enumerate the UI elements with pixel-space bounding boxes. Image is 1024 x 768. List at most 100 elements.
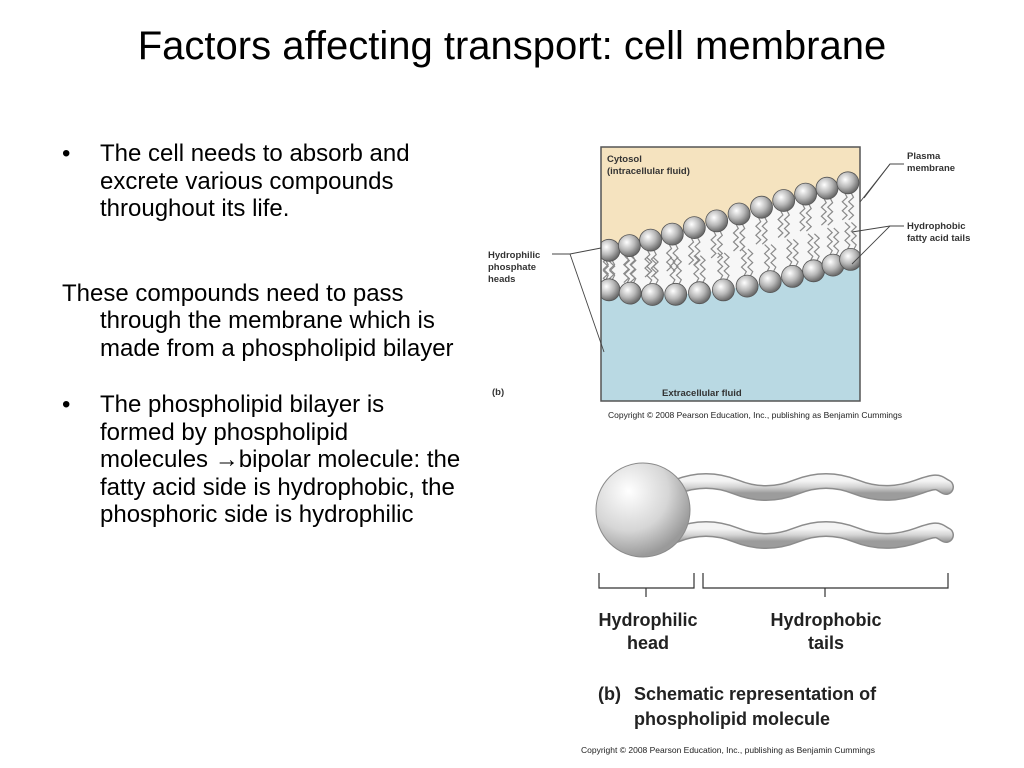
bullet-cell-needs-text: The cell needs to absorb and excrete var…	[100, 140, 410, 222]
fatty-acid-tail	[699, 255, 706, 283]
fatty-acid-tail	[740, 248, 748, 277]
bullet-bilayer-text-end: bipolar molecule: the fatty acid side is…	[100, 446, 461, 528]
heads-label-2: phosphate	[488, 262, 536, 273]
fatty-acid-tail	[826, 227, 834, 256]
phosphate-head-lower	[839, 248, 860, 271]
fatty-acid-tail	[805, 203, 813, 232]
fatty-acid-tail	[739, 223, 746, 252]
paragraph-compounds: These compounds need to pass through the…	[62, 279, 454, 362]
fatty-acid-tail	[783, 210, 791, 238]
caption-line-2: phospholipid molecule	[634, 709, 830, 729]
fatty-acid-tail	[694, 237, 701, 266]
panel-label: (b)	[492, 387, 504, 398]
fatty-acid-tail	[786, 238, 793, 267]
hydrophilic-head-label: Hydrophilic	[598, 610, 697, 630]
bullet-bilayer-text: The phospholipid bilayer is formed by ph…	[100, 391, 460, 528]
slide-title: Factors affecting transport: cell membra…	[137, 24, 887, 68]
bullet-marker: •	[62, 391, 71, 418]
extracellular-label: Extracellular fluid	[662, 388, 742, 399]
brackets	[598, 573, 949, 597]
fatty-acid-tail	[665, 243, 673, 272]
fatty-acid-tail	[847, 192, 855, 221]
fatty-acid-tail	[844, 221, 851, 250]
fatty-acid-tail	[723, 252, 730, 281]
hydrophilic-head-shape	[595, 462, 691, 558]
cytosol-label-sub: (intracellular fluid)	[607, 166, 690, 177]
fatty-acid-tail	[710, 230, 717, 259]
fatty-acid-tail	[747, 248, 754, 277]
fatty-acid-tail	[820, 197, 828, 226]
phosphate-head-lower	[735, 274, 759, 298]
copyright-top: Copyright © 2008 Pearson Education, Inc.…	[608, 410, 903, 420]
membrane-box-border	[600, 146, 861, 402]
membrane-figure: Cytosol (intracellular fluid) Extracellu…	[488, 146, 970, 402]
bullet-bilayer: • The phospholipid bilayer is formed by …	[62, 391, 462, 529]
fatty-acid-tail	[732, 223, 740, 252]
fatty-acid-tail	[813, 233, 821, 262]
fatty-acid-tail	[675, 256, 683, 285]
fatty-acid-tail	[850, 221, 858, 250]
heads-label-3: heads	[488, 274, 515, 285]
fatty-acid-tail	[669, 256, 676, 285]
fatty-acid-tail	[807, 233, 814, 262]
phosphate-head-upper	[617, 234, 641, 257]
phosphate-head-lower	[802, 259, 826, 283]
phosphate-head-upper	[660, 222, 684, 246]
fatty-acid-tail	[687, 237, 695, 266]
fatty-acid-tail	[716, 230, 724, 259]
phosphate-head-upper	[682, 216, 706, 239]
bullet-cell-needs: • The cell needs to absorb and excrete v…	[62, 140, 462, 223]
fatty-acid-tail	[646, 257, 653, 285]
fatty-acid-tail	[630, 255, 637, 284]
cytosol-label: Cytosol	[607, 154, 642, 165]
tails-label: Hydrophobic	[907, 221, 966, 232]
fatty-acid-tail	[777, 210, 784, 238]
hydrophobic-tails-label-2: tails	[808, 633, 844, 653]
phosphate-head-lower	[688, 281, 711, 305]
phosphate-head-lower	[618, 281, 642, 305]
phosphate-head-upper	[705, 209, 729, 233]
fatty-acid-tail	[623, 255, 631, 284]
phosphate-head-upper	[772, 189, 796, 212]
phosphate-head-lower	[781, 264, 804, 288]
phosphate-head-upper	[815, 176, 839, 200]
bullet-bilayer-text-start: The phospholipid bilayer is formed by ph…	[100, 391, 385, 473]
phosphate-head-lower	[664, 282, 688, 306]
plasma-membrane-label-2: membrane	[907, 163, 955, 174]
fatty-acid-tail	[770, 244, 777, 272]
phosphate-head-upper	[727, 202, 751, 226]
copyright-bottom: Copyright © 2008 Pearson Education, Inc.…	[581, 745, 876, 755]
phosphate-head-lower	[711, 278, 735, 302]
fatty-acid-tail	[799, 203, 806, 232]
bullet-marker: •	[62, 140, 71, 167]
tails-label-2: fatty acid tails	[907, 233, 970, 244]
fatty-acid-tail	[716, 252, 724, 281]
hydrophilic-head-label-2: head	[627, 633, 669, 653]
caption-line-1: Schematic representation of	[634, 684, 877, 704]
fatty-acid-tail	[792, 238, 799, 267]
leader-lines	[552, 163, 904, 353]
phosphate-head-lower	[641, 283, 664, 306]
fatty-acid-tail	[693, 255, 700, 283]
phosphate-head-lower	[758, 270, 782, 294]
phospholipid-figure: Hydrophilic head Hydrophobic tails (b) S…	[595, 462, 954, 729]
hydrophobic-tails-shape	[668, 473, 954, 549]
phosphate-heads	[601, 171, 860, 306]
fatty-acid-tail	[652, 257, 659, 285]
fatty-acid-tail	[826, 197, 834, 226]
fatty-acid-tail	[841, 192, 848, 221]
fatty-acid-tail	[761, 216, 768, 245]
heads-label: Hydrophilic	[488, 250, 540, 261]
fatty-acid-tail	[763, 244, 771, 272]
phosphate-head-upper	[750, 195, 773, 219]
phosphate-head-upper	[836, 171, 860, 195]
plasma-membrane-label: Plasma	[907, 151, 941, 162]
phosphate-head-upper	[794, 182, 818, 206]
extracellular-region	[601, 256, 860, 401]
arrow-icon: →	[214, 446, 239, 473]
fatty-acid-tail	[832, 227, 840, 256]
fatty-acid-tail	[672, 243, 679, 272]
slide-body: • The cell needs to absorb and excrete v…	[62, 140, 462, 529]
caption-label: (b)	[598, 684, 621, 704]
phosphate-head-upper	[639, 228, 663, 252]
